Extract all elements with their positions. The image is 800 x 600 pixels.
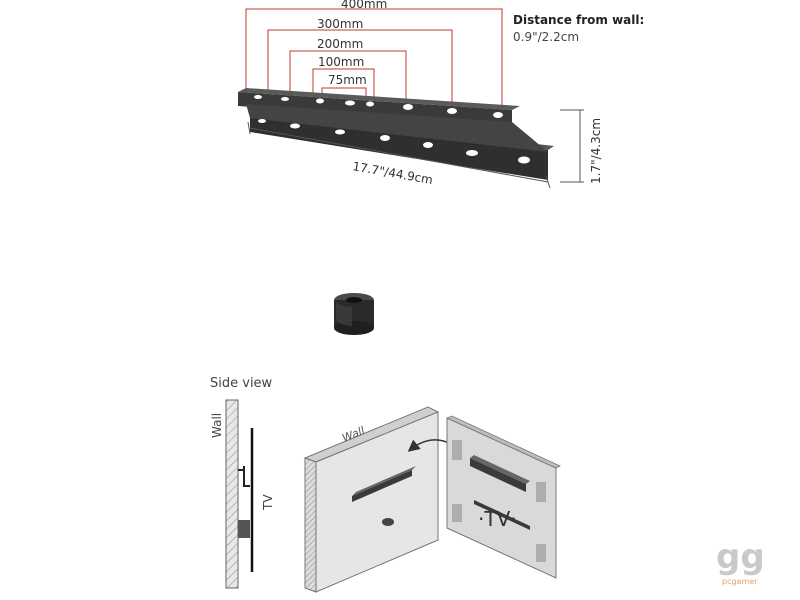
side-view-tv-label: TV [261,494,275,511]
distance-from-wall-value: 0.9"/2.2cm [513,30,579,44]
height-dimension: 1.7"/4.3cm [560,109,603,184]
side-spacer [238,520,250,538]
mounting-bracket [238,88,554,180]
height-label: 1.7"/4.3cm [589,118,603,184]
length-label: 17.7"/44.9cm [351,159,433,187]
iso-wall: Wall [303,406,440,593]
vesa-75mm-label: 75mm [328,73,367,87]
spacer-part [334,293,374,335]
side-view-wall-label: Wall [210,413,224,438]
install-illustration: Wall ·TV· [303,406,561,593]
distance-from-wall-title: Distance from wall: [513,13,644,27]
side-view-diagram: Side view Wall TV [210,376,275,589]
vesa-400mm-dimension: 400mm [245,0,503,108]
side-view-title: Side view [210,376,273,391]
vesa-200mm-label: 200mm [317,37,363,51]
install-tv-label: ·TV· [478,507,517,531]
distance-from-wall-info: Distance from wall: 0.9"/2.2cm [513,13,644,44]
pcgamer-watermark: gg pcgamer [716,537,765,586]
bracket-dimensions-group: 400mm 300mm 200mm 100mm 75mm [238,0,644,189]
watermark-logo: gg [716,537,765,577]
vesa-100mm-label: 100mm [318,55,364,69]
vesa-200mm-dimension: 200mm [289,37,407,104]
vesa-300mm-dimension: 300mm [267,17,453,106]
vesa-100mm-dimension: 100mm [312,55,375,104]
iso-tv-back: ·TV· [445,415,561,579]
vesa-300mm-label: 300mm [317,17,363,31]
watermark-text: pcgamer [722,577,758,586]
side-wall [225,399,239,589]
vesa-400mm-label: 400mm [341,0,387,11]
